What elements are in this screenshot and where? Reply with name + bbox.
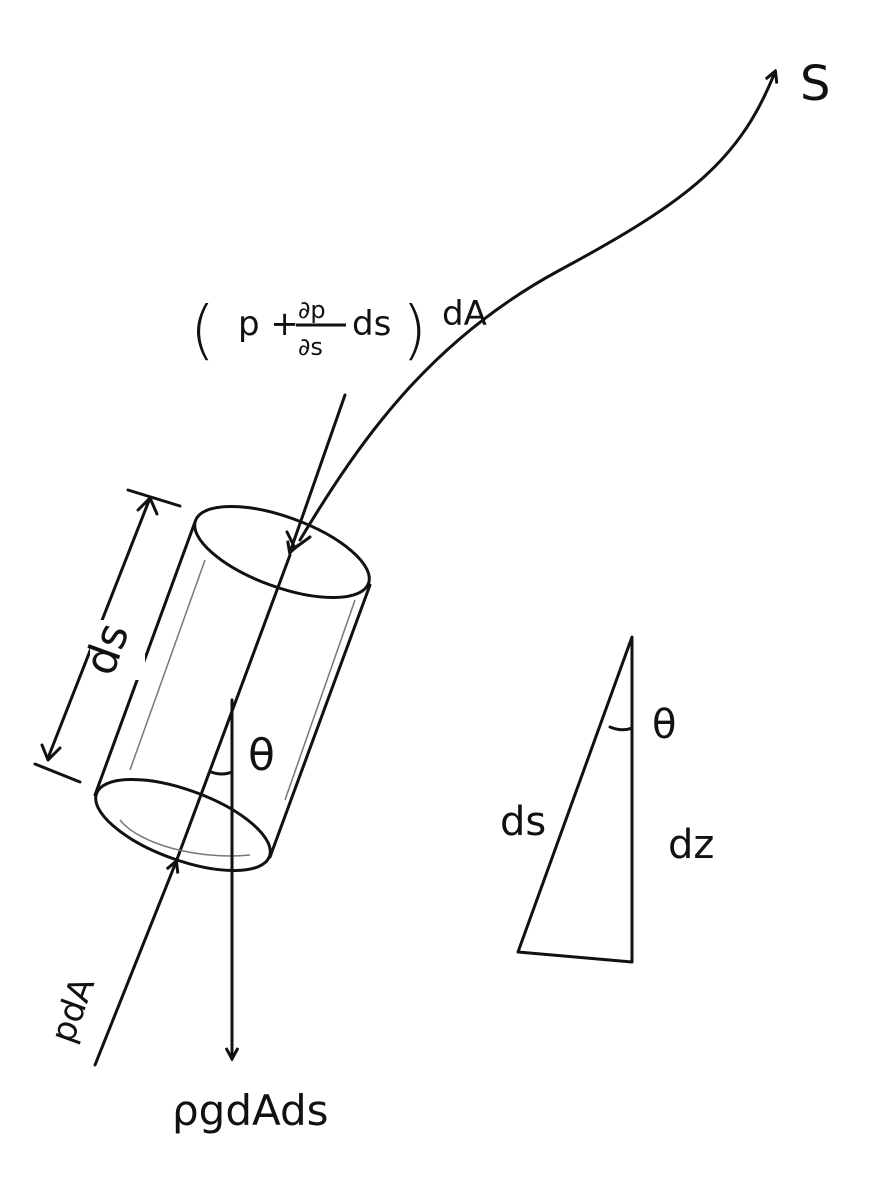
bottom-force-label: pdA — [43, 972, 103, 1048]
svg-text:(: ( — [190, 294, 215, 368]
svg-text:ds: ds — [352, 304, 391, 344]
svg-text:∂s: ∂s — [298, 333, 323, 361]
svg-text:p +: p + — [238, 304, 299, 344]
top-force-formula: ( p + ∂p ∂s ds ) dA — [190, 294, 487, 368]
triangle-vert-label: dz — [668, 822, 714, 868]
svg-text:∂p: ∂p — [298, 296, 326, 324]
bottom-force-arrow — [93, 862, 176, 1067]
path-label-s: S — [800, 56, 830, 112]
angle-label: θ — [248, 730, 275, 781]
angle-arc — [209, 770, 234, 776]
top-force-arrow — [290, 393, 347, 552]
geometry-triangle — [516, 635, 634, 964]
triangle-angle-label: θ — [652, 702, 676, 748]
svg-text:): ) — [402, 294, 427, 368]
svg-text:dA: dA — [442, 294, 487, 334]
streamline-s — [298, 72, 775, 542]
triangle-hyp-label: ds — [500, 799, 546, 845]
weight-label: ρgdAds — [172, 1086, 329, 1135]
